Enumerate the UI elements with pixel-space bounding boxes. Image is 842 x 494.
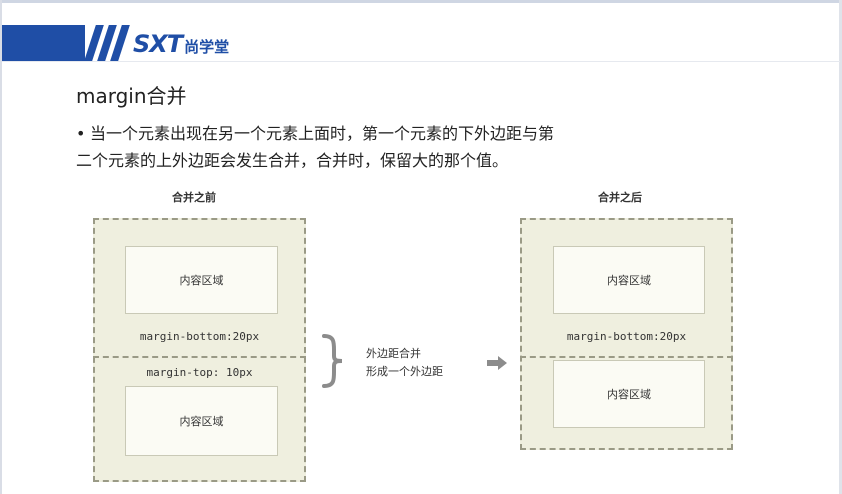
header-divider [2,61,840,62]
window-top-edge [0,0,842,3]
after-top-content-box: 内容区域 [553,246,705,314]
header-stripes [84,25,130,61]
header-banner [2,25,85,61]
bullet-line-1: •当一个元素出现在另一个元素上面时，第一个元素的下外边距与第 [76,120,716,147]
right-arrow-icon [487,356,507,370]
bullet-line-1-text: 当一个元素出现在另一个元素上面时，第一个元素的下外边距与第 [90,124,555,143]
window-right-edge [839,0,842,494]
after-panel: 内容区域 margin-bottom:20px 内容区域 [520,218,733,450]
brand-logo: SXT 尚学堂 [133,30,229,58]
bullet-line-2: 二个元素的上外边距会发生合并，合并时，保留大的那个值。 [76,151,509,170]
slide-title: margin合并 [76,84,187,108]
merge-note: 外边距合并 形成一个外边距 [366,345,443,381]
content-area-label: 内容区域 [179,274,224,287]
content-area-label: 内容区域 [607,274,651,287]
content-area-label: 内容区域 [179,415,224,428]
before-label: 合并之前 [172,191,216,204]
after-label: 合并之后 [598,191,642,204]
before-panel: 内容区域 margin-bottom:20px margin-top: 10px… [93,218,306,482]
margin-bottom-label: margin-bottom:20px [139,330,260,343]
after-bottom-content-box: 内容区域 [553,360,705,428]
logo-chinese-name: 尚学堂 [184,38,230,56]
logo-mark: SXT [133,30,183,58]
margin-boundary-line [520,356,733,358]
bullet-marker: • [76,124,86,143]
before-bottom-content-box: 内容区域 [125,386,278,456]
before-top-content-box: 内容区域 [125,246,278,314]
merge-note-line-1: 外边距合并 [366,347,421,360]
brace-icon [322,334,343,388]
margin-top-label: margin-top: 10px [146,366,253,379]
merge-note-line-2: 形成一个外边距 [366,365,443,378]
content-area-label: 内容区域 [607,388,651,401]
bullet-text: •当一个元素出现在另一个元素上面时，第一个元素的下外边距与第 二个元素的上外边距… [76,120,716,174]
margin-boundary-line [93,356,306,358]
window-left-edge [0,0,2,494]
margin-bottom-label: margin-bottom:20px [566,330,687,343]
